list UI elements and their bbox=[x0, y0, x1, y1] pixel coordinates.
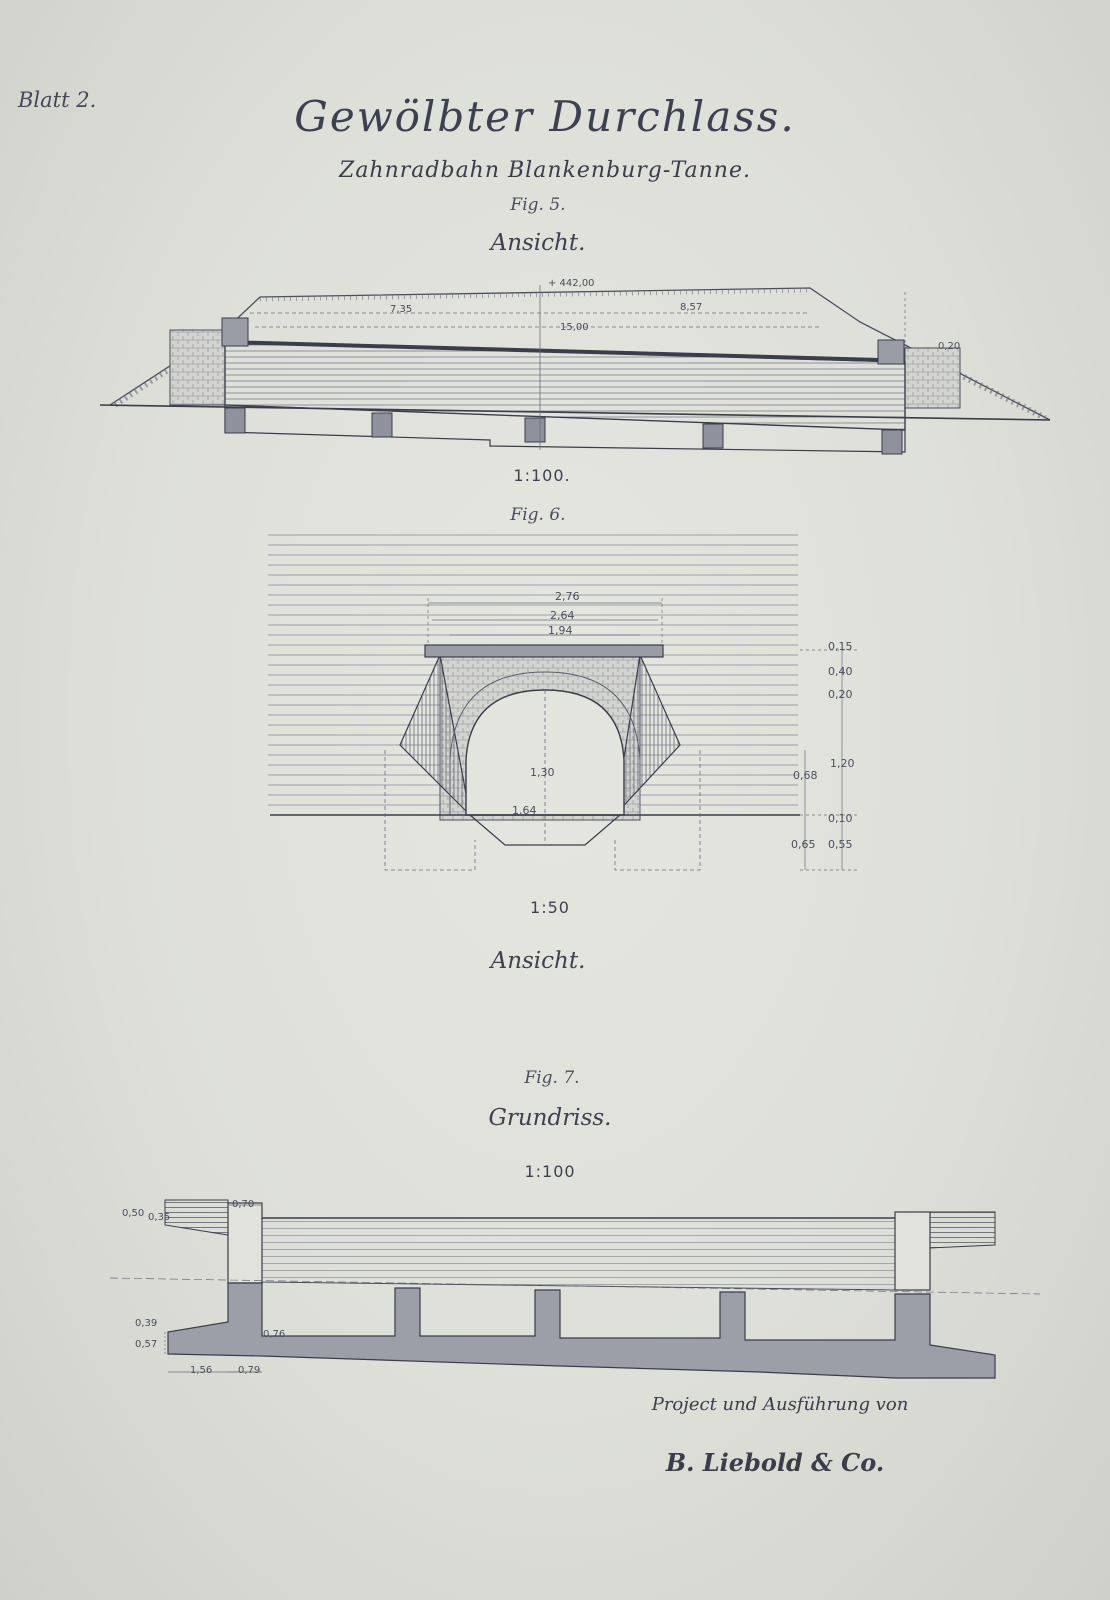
fig6-dim-h8: 0,55 bbox=[828, 838, 853, 851]
fig6-dim-h4: 1,20 bbox=[830, 757, 855, 770]
fig6-dim-h6: 0,10 bbox=[828, 812, 853, 825]
fig7-dim-g: 1,56 bbox=[190, 1365, 212, 1376]
fig6-label: Fig. 6. bbox=[510, 505, 566, 525]
credit-line-1: Project und Ausführung von bbox=[651, 1394, 909, 1415]
fig7-dim-d: 0,39 bbox=[135, 1318, 157, 1329]
fig7-dim-b: 0,35 bbox=[148, 1212, 170, 1223]
fig7-view-label: Grundriss. bbox=[488, 1105, 612, 1131]
fig5-dim-right: 8,57 bbox=[680, 302, 702, 313]
fig7-dim-c: 0,70 bbox=[232, 1199, 254, 1210]
fig6-dim-h7: 0,65 bbox=[791, 838, 816, 851]
fig7-dim-f: 0,76 bbox=[263, 1329, 285, 1340]
fig6-section-drawing: 2,76 2,64 1,94 0,15 0,40 0,20 1,20 0,68 … bbox=[268, 530, 860, 871]
fig7-plan-drawing: 0,50 0,35 0,70 0,39 0,57 0,76 1,56 0,79 bbox=[109, 1199, 1041, 1379]
fig7-scale: 1:100 bbox=[524, 1162, 576, 1181]
fig6-dim-arch-height: 1,30 bbox=[530, 766, 555, 779]
fig6-dim-w3: 1,94 bbox=[548, 624, 573, 637]
fig6-view-label: Ansicht. bbox=[490, 948, 586, 974]
fig5-dim-length: 15,00 bbox=[560, 322, 589, 333]
fig5-label: Fig. 5. bbox=[510, 195, 566, 215]
fig6-dim-w2: 2,64 bbox=[550, 609, 575, 622]
plate-label: Blatt 2. bbox=[18, 88, 97, 112]
fig5-scale: 1:100. bbox=[513, 466, 571, 485]
fig5-dim-left: 7,35 bbox=[390, 304, 412, 315]
drawing-title: Gewölbter Durchlass. bbox=[294, 92, 796, 141]
fig6-dim-w1: 2,76 bbox=[555, 590, 580, 603]
fig6-scale: 1:50 bbox=[530, 898, 570, 917]
fig6-dim-span: 1,64 bbox=[512, 804, 537, 817]
fig7-dim-h: 0,79 bbox=[238, 1365, 260, 1376]
fig5-dim-elevation: + 442,00 bbox=[548, 278, 595, 289]
fig5-dim-crown: 0,20 bbox=[938, 341, 960, 352]
drawing-subtitle: Zahnradbahn Blankenburg-Tanne. bbox=[339, 158, 751, 183]
fig6-dim-h5: 0,68 bbox=[793, 769, 818, 782]
fig7-dim-a: 0,50 bbox=[122, 1208, 144, 1219]
fig6-dim-h1: 0,15 bbox=[828, 640, 853, 653]
fig7-label: Fig. 7. bbox=[524, 1068, 580, 1088]
fig6-dim-h3: 0,20 bbox=[828, 688, 853, 701]
fig5-view-label: Ansicht. bbox=[490, 230, 586, 256]
fig5-elevation-drawing: + 442,00 7,35 8,57 15,00 0,20 bbox=[99, 278, 1051, 455]
fig7-dim-e: 0,57 bbox=[135, 1339, 157, 1350]
credit-line-2: B. Liebold & Co. bbox=[665, 1448, 885, 1477]
fig6-dim-h2: 0,40 bbox=[828, 665, 853, 678]
